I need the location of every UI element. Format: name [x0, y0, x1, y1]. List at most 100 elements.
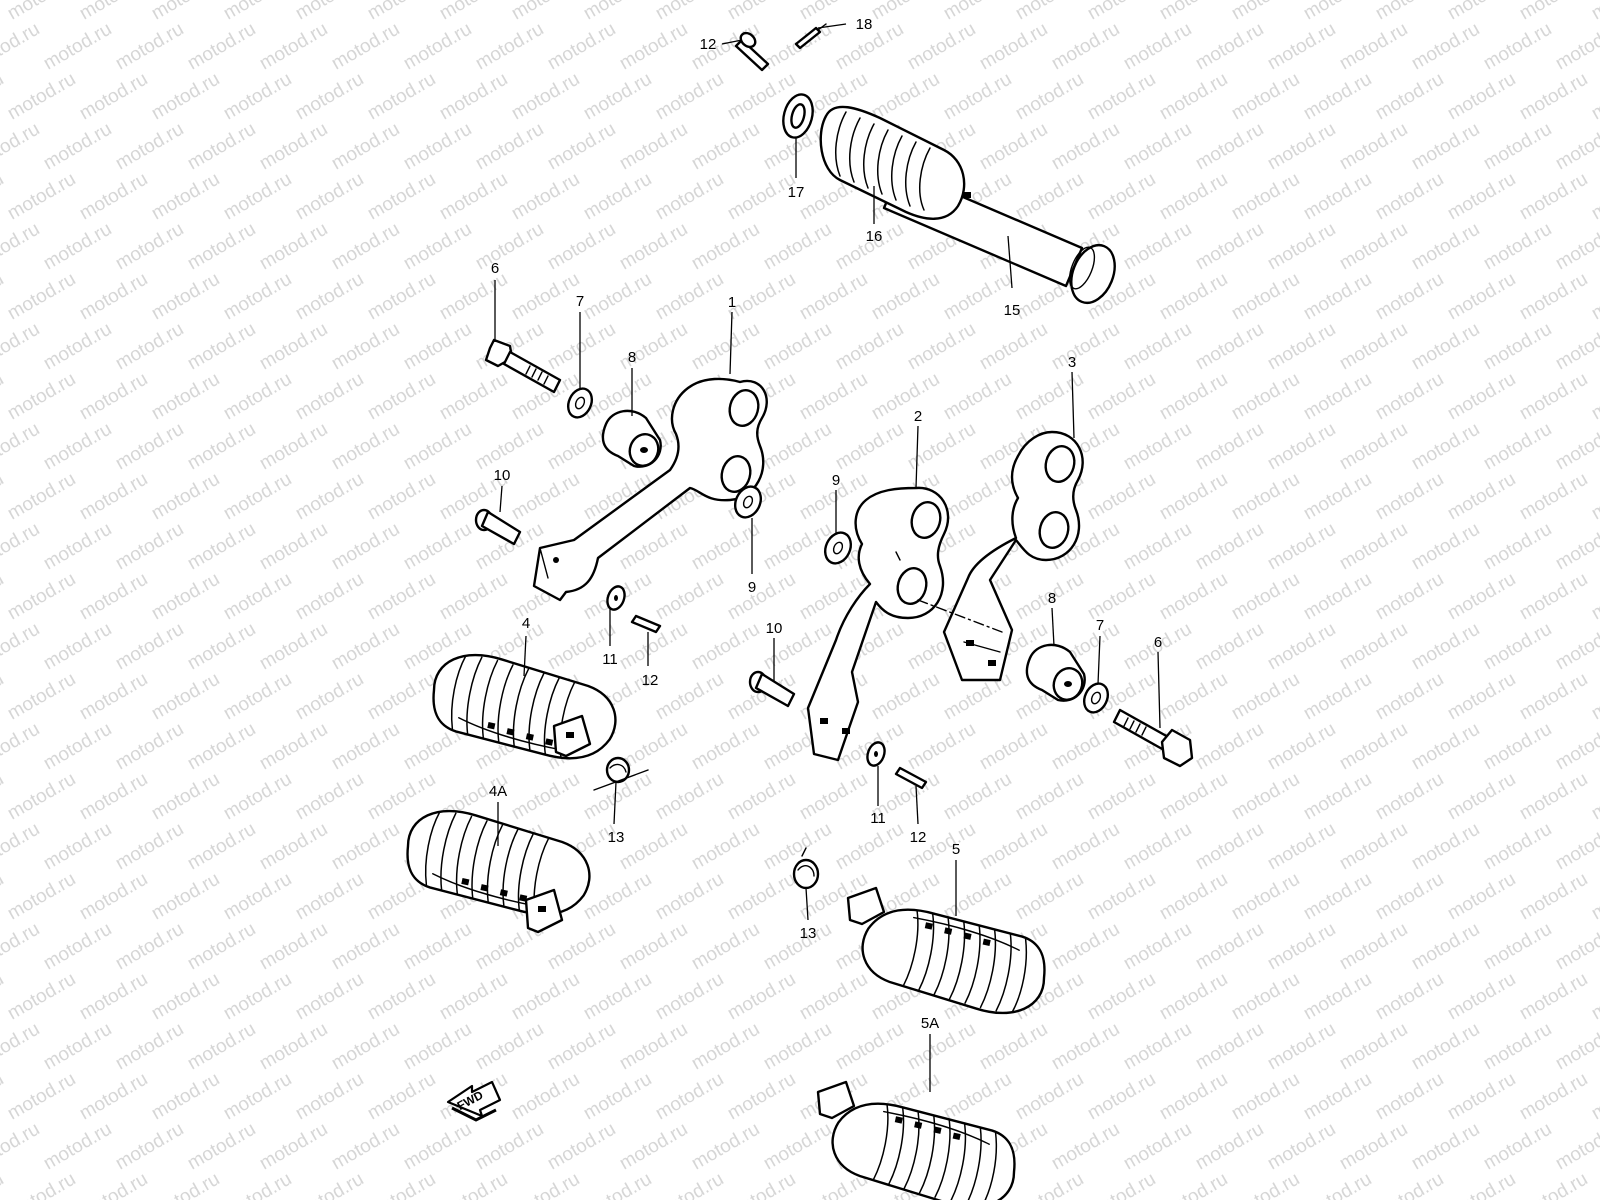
watermark-text: motod.ru: [832, 1019, 907, 1075]
watermark-text: motod.ru: [1228, 0, 1303, 24]
watermark-text: motod.ru: [832, 819, 907, 875]
watermark-text: motod.ru: [40, 319, 115, 375]
watermark-text: motod.ru: [364, 469, 439, 525]
watermark-text: motod.ru: [292, 769, 367, 825]
watermark-text: motod.ru: [220, 269, 295, 325]
watermark-text: motod.ru: [1552, 419, 1600, 475]
callout-15: 16: [866, 228, 883, 245]
callout-6-left: 6: [491, 260, 499, 277]
watermark-text: motod.ru: [256, 419, 331, 475]
watermark-text: motod.ru: [1408, 19, 1483, 75]
watermark-text: motod.ru: [904, 319, 979, 375]
watermark-text: motod.ru: [1516, 969, 1591, 1025]
bushing-8-left: [601, 409, 662, 468]
watermark-text: motod.ru: [1120, 1119, 1195, 1175]
callout-17: 12: [700, 36, 717, 53]
watermark-text: motod.ru: [1516, 669, 1591, 725]
watermark-text: motod.ru: [1228, 469, 1303, 525]
watermark-text: motod.ru: [1156, 869, 1231, 925]
bolt-6-left: [484, 338, 562, 394]
watermark-text: motod.ru: [1480, 1119, 1555, 1175]
watermark-text: motod.ru: [328, 119, 403, 175]
washer-7-left: [566, 387, 594, 419]
bracket-2: [806, 486, 950, 762]
watermark-text: motod.ru: [364, 0, 439, 24]
watermark-text: motod.ru: [76, 469, 151, 525]
watermark-text: motod.ru: [0, 919, 43, 975]
watermark-text: motod.ru: [652, 669, 727, 725]
watermark-text: motod.ru: [508, 1069, 583, 1125]
watermark-text: motod.ru: [1408, 719, 1483, 775]
watermark-text: motod.ru: [1048, 919, 1123, 975]
watermark-text: motod.ru: [1192, 219, 1267, 275]
watermark-text: motod.ru: [1264, 719, 1339, 775]
watermark-text: motod.ru: [436, 0, 511, 24]
callout-2: 2: [914, 408, 922, 425]
watermark-text: motod.ru: [1012, 869, 1087, 925]
watermark-text: motod.ru: [580, 1169, 655, 1200]
watermark-text: motod.ru: [1156, 469, 1231, 525]
watermark-text: motod.ru: [76, 669, 151, 725]
watermark-text: motod.ru: [0, 369, 7, 425]
watermark-text: motod.ru: [0, 69, 7, 125]
watermark-text: motod.ru: [1552, 1119, 1600, 1175]
watermark-text: motod.ru: [868, 669, 943, 725]
watermark-text: motod.ru: [1552, 1019, 1600, 1075]
watermark-text: motod.ru: [76, 769, 151, 825]
watermark-text: motod.ru: [1192, 319, 1267, 375]
watermark-text: motod.ru: [580, 69, 655, 125]
watermark-text: motod.ru: [616, 119, 691, 175]
watermark-text: motod.ru: [1588, 369, 1600, 425]
watermark-text: motod.ru: [1084, 869, 1159, 925]
watermark-text: motod.ru: [0, 169, 7, 225]
watermark-text: motod.ru: [1588, 769, 1600, 825]
watermark-text: motod.ru: [1372, 469, 1447, 525]
watermark-text: motod.ru: [652, 169, 727, 225]
watermark-text: motod.ru: [904, 419, 979, 475]
watermark-text: motod.ru: [148, 69, 223, 125]
watermark-text: motod.ru: [112, 1119, 187, 1175]
watermark-text: motod.ru: [292, 869, 367, 925]
watermark-text: motod.ru: [1480, 619, 1555, 675]
watermark-text: motod.ru: [1048, 319, 1123, 375]
watermark-text: motod.ru: [1516, 1169, 1591, 1200]
watermark-text: motod.ru: [184, 219, 259, 275]
callout-5a: 5A: [921, 1015, 939, 1032]
watermark-text: motod.ru: [1192, 1019, 1267, 1075]
bolt-6-right: [1112, 708, 1194, 768]
watermark-text: motod.ru: [1084, 69, 1159, 125]
watermark-text: motod.ru: [1588, 869, 1600, 925]
watermark-text: motod.ru: [1264, 219, 1339, 275]
watermark-text: motod.ru: [1336, 1119, 1411, 1175]
watermark-text: motod.ru: [1300, 269, 1375, 325]
watermark-text: motod.ru: [1480, 19, 1555, 75]
watermark-text: motod.ru: [148, 569, 223, 625]
watermark-text: motod.ru: [76, 969, 151, 1025]
watermark-text: motod.ru: [1588, 469, 1600, 525]
watermark-text: motod.ru: [328, 19, 403, 75]
watermark-text: motod.ru: [1516, 69, 1591, 125]
watermark-text: motod.ru: [1444, 669, 1519, 725]
watermark-text: motod.ru: [292, 469, 367, 525]
watermark-text: motod.ru: [1192, 119, 1267, 175]
watermark-text: motod.ru: [1048, 819, 1123, 875]
watermark-text: motod.ru: [1516, 169, 1591, 225]
watermark-text: motod.ru: [148, 169, 223, 225]
watermark-text: motod.ru: [1336, 819, 1411, 875]
watermark-text: motod.ru: [220, 1069, 295, 1125]
watermark-text: motod.ru: [436, 1169, 511, 1200]
watermark-text: motod.ru: [1264, 319, 1339, 375]
watermark-text: motod.ru: [40, 819, 115, 875]
watermark-text: motod.ru: [1444, 269, 1519, 325]
watermark-text: motod.ru: [4, 169, 79, 225]
watermark-text: motod.ru: [436, 969, 511, 1025]
washer-16: [782, 93, 814, 139]
watermark-text: motod.ru: [1048, 1019, 1123, 1075]
watermark-text: motod.ru: [1408, 819, 1483, 875]
watermark-text: motod.ru: [4, 269, 79, 325]
watermark-text: motod.ru: [40, 419, 115, 475]
watermark-text: motod.ru: [1336, 619, 1411, 675]
watermark-text: motod.ru: [364, 1169, 439, 1200]
watermark-text: motod.ru: [292, 669, 367, 725]
watermark-text: motod.ru: [0, 0, 7, 24]
